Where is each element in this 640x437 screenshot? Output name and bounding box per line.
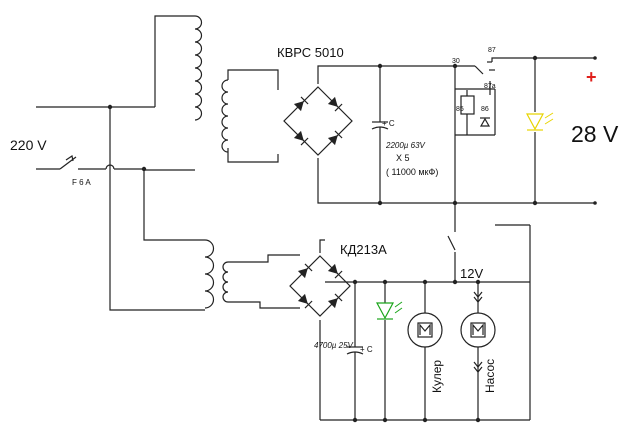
bridge-main-label: КВРС 5010 — [277, 45, 344, 60]
output-plus-sign: + — [586, 67, 597, 87]
relay-pin-30: 30 — [452, 58, 460, 65]
winding — [204, 239, 215, 309]
mains-voltage-label: 220 V — [10, 137, 47, 153]
pump-motor — [460, 291, 496, 373]
relay-pin-85: 85 — [456, 106, 464, 113]
cap-plus-label-main: + C — [382, 119, 395, 128]
bridge-frame — [289, 255, 351, 317]
winding — [221, 79, 229, 153]
mains-input — [36, 15, 205, 311]
aux-wiring — [228, 203, 531, 423]
relay-pin-86: 86 — [481, 106, 489, 113]
diode — [293, 96, 309, 112]
cap-main-count: X 5 — [396, 153, 410, 163]
bridge-aux-label: КД213А — [340, 242, 387, 257]
bridge-rectifier-aux — [289, 255, 351, 317]
relay-pin-87: 87 — [488, 47, 496, 54]
pump-label: Насос — [483, 359, 497, 393]
fuse-label: F 6 A — [72, 178, 91, 187]
diode — [327, 130, 343, 146]
cap-plus-label-aux: + C — [360, 345, 373, 354]
cooler-label: Кулер — [430, 360, 444, 393]
winding — [222, 261, 229, 303]
led-yellow-indicator — [526, 112, 554, 131]
cooler-motor — [407, 312, 443, 348]
diode — [297, 263, 313, 279]
bridge-frame — [283, 86, 353, 156]
aux-voltage-label: 12V — [460, 266, 483, 281]
diode — [293, 130, 309, 146]
diode — [327, 96, 343, 112]
diode — [327, 263, 343, 279]
winding — [194, 15, 203, 121]
main-secondary-wiring — [227, 55, 597, 206]
output-voltage-label: 28 V — [571, 121, 619, 147]
diode — [327, 293, 343, 309]
transformer-windings — [194, 15, 229, 309]
bridge-rectifier-main — [283, 86, 353, 156]
cap-aux-value: 4700µ 25V — [314, 341, 354, 350]
cap-main-total: ( 11000 мкФ) — [386, 167, 438, 177]
relay-pin-87a: 87a — [484, 83, 496, 90]
diode — [297, 293, 313, 309]
led-green-indicator — [376, 301, 403, 320]
cap-main-value: 2200µ 63V — [385, 141, 426, 150]
